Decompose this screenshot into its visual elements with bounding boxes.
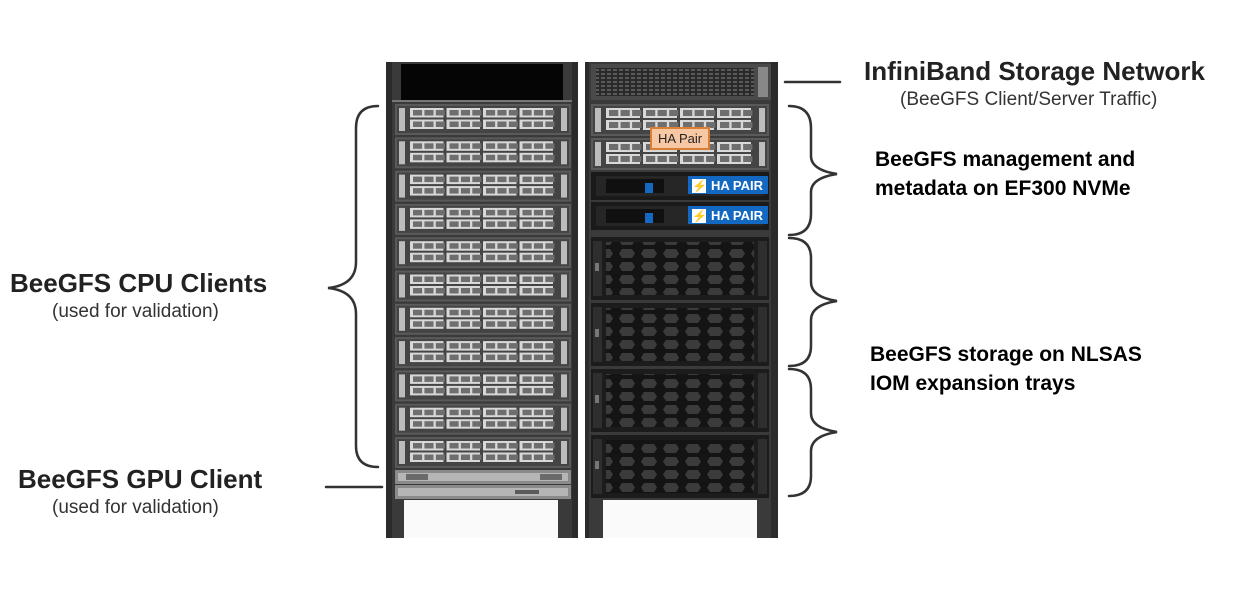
lightning-icon: ⚡ bbox=[692, 178, 707, 193]
cpu-client-server bbox=[395, 137, 571, 169]
ha-pair-label: HA PAIR bbox=[711, 178, 763, 193]
gpu-client-title: BeeGFS GPU Client bbox=[18, 464, 263, 494]
storage-label-line1: BeeGFS storage on NLSAS bbox=[870, 343, 1142, 366]
cpu-clients-brace bbox=[327, 104, 380, 469]
cpu-client-server bbox=[395, 104, 571, 135]
cpu-client-server bbox=[395, 270, 571, 302]
nlsas-expansion-tray bbox=[591, 435, 769, 498]
nlsas-expansion-tray bbox=[591, 303, 769, 366]
rack-bottom-gap bbox=[404, 500, 558, 538]
right-rack bbox=[585, 62, 778, 538]
network-title: InfiniBand Storage Network bbox=[864, 56, 1205, 86]
ha-pair-ef300-badge-2: ⚡ HA PAIR bbox=[688, 206, 768, 224]
cpu-client-server bbox=[395, 337, 571, 369]
annotation-lines bbox=[324, 80, 842, 498]
infiniband-switch bbox=[591, 64, 771, 100]
rack-top-panel bbox=[401, 64, 563, 100]
mgmt-label-line1: BeeGFS management and bbox=[875, 148, 1136, 171]
ha-pair-ef300-badge-1: ⚡ HA PAIR bbox=[688, 176, 768, 194]
storage-brace-lower bbox=[787, 367, 838, 498]
mgmt-label-line2: metadata on EF300 NVMe bbox=[875, 177, 1131, 200]
cpu-client-server bbox=[395, 370, 571, 402]
storage-label-line2: IOM expansion trays bbox=[870, 372, 1076, 395]
ha-pair-badge: HA Pair bbox=[650, 127, 711, 150]
left-rack bbox=[386, 62, 578, 538]
cpu-client-server bbox=[395, 237, 571, 269]
cpu-clients-subtitle: (used for validation) bbox=[52, 301, 219, 322]
cpu-client-server bbox=[395, 303, 571, 335]
network-subtitle: (BeeGFS Client/Server Traffic) bbox=[900, 89, 1158, 110]
nlsas-expansion-tray bbox=[591, 237, 769, 300]
cpu-client-server bbox=[395, 403, 571, 435]
storage-brace-upper bbox=[787, 236, 838, 368]
ha-pair-label: HA PAIR bbox=[711, 208, 763, 223]
cpu-client-server bbox=[395, 170, 571, 202]
nlsas-expansion-tray bbox=[591, 369, 769, 432]
mgmt-brace bbox=[787, 104, 838, 237]
cpu-client-server bbox=[395, 437, 571, 468]
lightning-icon: ⚡ bbox=[692, 208, 707, 223]
gpu-client-subtitle: (used for validation) bbox=[52, 497, 219, 518]
gpu-client-server bbox=[395, 470, 571, 499]
cpu-clients-title: BeeGFS CPU Clients bbox=[10, 268, 268, 298]
cpu-client-server bbox=[395, 203, 571, 235]
metadata-server bbox=[591, 138, 769, 170]
